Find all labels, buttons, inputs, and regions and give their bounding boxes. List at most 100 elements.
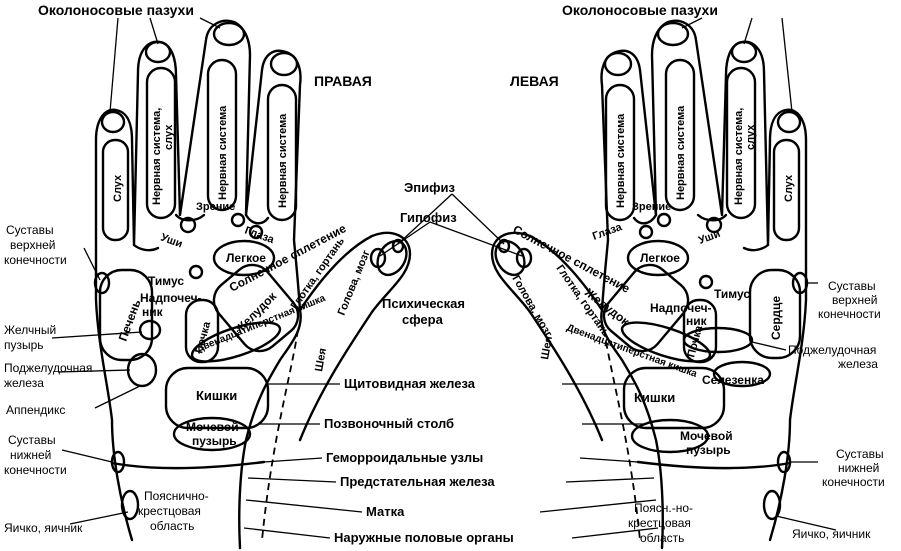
left-wrist-line <box>636 460 792 470</box>
right-zone-lung <box>212 239 276 277</box>
label-left-testicle: Яичко, яичник <box>792 527 871 541</box>
right-finger-tip-1 <box>100 110 126 134</box>
label-right-gallbladder-2: пузырь <box>4 338 44 352</box>
left-thumb-hypophysis <box>515 247 533 269</box>
left-spine-line <box>603 329 641 541</box>
right-zone-ears <box>179 216 197 234</box>
left-hand-outline <box>600 19 808 550</box>
left-finger-tip-1 <box>776 110 802 134</box>
right-finger-tip-3 <box>212 21 246 47</box>
label-left-spleen: Селезенка <box>702 373 764 387</box>
label-right-appendix: Аппендикс <box>6 403 65 417</box>
left-zone-ears <box>705 216 723 234</box>
label-left-nervous-hearing-1: Нервная система, <box>733 108 745 205</box>
right-zone-thymus <box>188 264 204 280</box>
label-left-vision: Зрение <box>632 201 671 213</box>
label-spine: Позвоночный столб <box>324 416 454 431</box>
right-zone-bladder <box>172 416 252 452</box>
label-right-bladder-1: Мочевой <box>186 420 239 434</box>
left-zone-eyes <box>638 224 654 240</box>
right-thumb <box>298 231 412 442</box>
label-right-adrenal-2: ник <box>142 305 164 319</box>
label-left-kidney: Почка <box>685 324 705 359</box>
label-left-nervous-2: Нервная система <box>615 113 627 208</box>
label-psychic-1: Психическая <box>382 296 465 311</box>
label-psychic-2: сфера <box>402 312 444 327</box>
left-finger-tip-2 <box>730 40 758 64</box>
label-right-ears: Уши <box>159 232 184 251</box>
right-finger-gap-1 <box>174 213 206 222</box>
label-left-lumbosacral-2: крестцовая <box>628 516 691 530</box>
label-left-nervous-hearing-2: слух <box>745 124 757 150</box>
label-left-lower-joints-3: конечности <box>822 475 885 489</box>
right-zone-nervous-hearing <box>145 66 177 220</box>
label-right-lumbosacral-1: Пояснично- <box>144 489 209 503</box>
label-left-hearing: Слух <box>783 174 795 202</box>
label-right-side: ПРАВАЯ <box>314 73 372 89</box>
right-index-finger <box>132 243 160 252</box>
label-left-intestines: Кишки <box>634 390 675 405</box>
label-left-thymus: Тимус <box>714 287 750 301</box>
label-left-lumbosacral-3: область <box>640 531 684 545</box>
right-zone-lower-joints <box>110 450 126 474</box>
label-right-lumbosacral-2: крестцовая <box>138 504 201 518</box>
label-right-upper-joints-1: Суставы <box>6 223 54 237</box>
label-left-sinuses: Околоносовые пазухи <box>562 2 718 18</box>
label-right-lower-joints-2: нижней <box>10 448 51 462</box>
label-right-nervous-hearing-2: слух <box>163 124 175 150</box>
left-finger-tip-3 <box>656 21 690 47</box>
right-zone-upper-joints <box>93 271 111 295</box>
right-thumb-epiphysis <box>391 238 405 254</box>
label-left-lower-joints-2: нижней <box>838 461 879 475</box>
right-finger-tip-2 <box>144 40 172 64</box>
label-right-testicle: Яичко, яичник <box>4 521 83 535</box>
right-zone-hearing <box>101 138 130 242</box>
left-zone-lung <box>626 239 690 277</box>
label-right-sinuses: Околоносовые пазухи <box>38 2 194 18</box>
left-zone-vision <box>656 212 672 228</box>
right-finger-gap-2 <box>244 213 270 225</box>
label-left-nervous-1: Нервная система <box>675 105 687 200</box>
right-zone-duodenum <box>190 321 282 363</box>
left-finger-tip-4 <box>603 51 633 77</box>
label-right-upper-joints-2: верхней <box>10 238 55 252</box>
label-hemorrhoid: Геморроидальные узлы <box>326 450 483 465</box>
right-wrist-line <box>110 460 266 470</box>
right-zone-pancreas <box>126 352 158 388</box>
label-left-upper-joints-2: верхней <box>832 293 877 307</box>
label-right-thymus: Тимус <box>148 274 184 288</box>
label-right-lower-joints-3: конечности <box>4 463 67 477</box>
label-right-gallbladder-1: Желчный <box>4 323 56 337</box>
right-zone-eyes <box>248 224 264 240</box>
left-thumb <box>490 231 604 442</box>
left-zone-pancreas <box>682 326 754 354</box>
label-left-side: ЛЕВАЯ <box>510 73 559 89</box>
label-right-vision: Зрение <box>196 201 235 213</box>
right-spine-line <box>261 329 299 541</box>
right-zone-liver <box>98 268 154 362</box>
label-right-nervous-1: Нервная система <box>217 105 229 200</box>
right-zone-vision <box>230 212 246 228</box>
label-right-lower-joints-1: Суставы <box>8 433 56 447</box>
label-left-pancreas-2: железа <box>838 357 878 371</box>
left-zone-duodenum <box>620 321 712 363</box>
left-finger-gap-1 <box>696 213 728 222</box>
left-finger-gap-0 <box>742 243 770 252</box>
label-left-bladder-1: Мочевой <box>680 429 733 443</box>
left-zone-hearing <box>772 138 801 242</box>
label-right-lumbosacral-3: область <box>150 519 194 533</box>
label-left-head: Голова, мозг <box>509 274 554 340</box>
label-genitals: Наружные половые органы <box>334 530 514 545</box>
label-left-pancreas-1: Поджелудочная <box>788 343 876 357</box>
right-zone-nervous-1 <box>206 58 238 212</box>
left-zone-intestines <box>622 366 726 430</box>
right-zone-testicle <box>120 489 140 521</box>
label-left-neck: Шея <box>539 335 555 360</box>
label-left-lower-joints-1: Суставы <box>836 447 884 461</box>
left-zone-nervous-2 <box>604 83 636 222</box>
label-thyroid: Щитовидная железа <box>344 376 476 391</box>
right-hand-outline <box>94 19 302 550</box>
left-thumb-epiphysis <box>497 238 511 254</box>
